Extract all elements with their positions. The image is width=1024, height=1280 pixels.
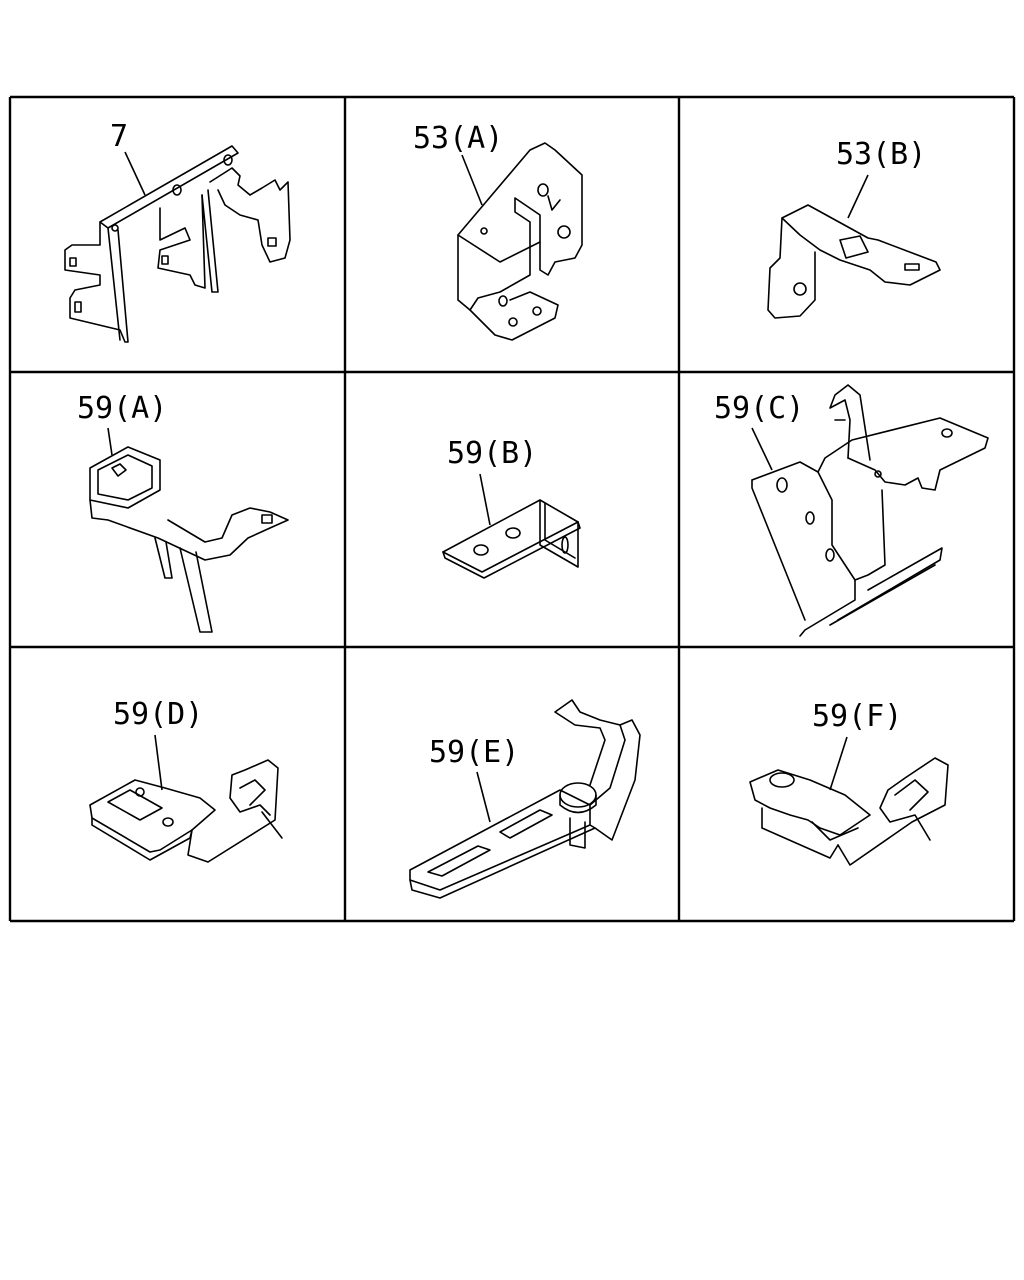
part-label-59c: 59(C)	[714, 391, 804, 426]
part-label-53b: 53(B)	[836, 137, 926, 172]
leader-line-59c	[751, 427, 773, 471]
cell-part-53b[interactable]: 53(B)	[767, 137, 941, 319]
bracket-59f-drawing	[749, 757, 949, 866]
leader-line-53a	[461, 154, 483, 206]
leader-line-53b	[847, 174, 869, 219]
leader-line-59b	[479, 473, 491, 526]
bracket-59e-drawing	[409, 699, 641, 899]
bracket-59b-drawing	[442, 499, 581, 579]
cell-part-53a[interactable]: 53(A)	[413, 121, 583, 341]
leader-line-59e	[476, 771, 491, 823]
part-label-59e: 59(E)	[429, 735, 519, 770]
bracket-53b-drawing	[767, 204, 941, 319]
part-label-59d: 59(D)	[113, 697, 203, 732]
part-label-59a: 59(A)	[77, 391, 167, 426]
cell-part-59f[interactable]: 59(F)	[749, 699, 949, 866]
bracket-59a-drawing	[89, 446, 289, 633]
part-label-7: 7	[110, 119, 128, 154]
cell-part-7[interactable]: 7	[64, 119, 291, 343]
leader-line-59d	[154, 734, 163, 791]
part-label-59b: 59(B)	[447, 436, 537, 471]
cell-part-59d[interactable]: 59(D)	[89, 697, 283, 863]
cell-part-59e[interactable]: 59(E)	[409, 699, 641, 899]
bracket-59c-drawing	[751, 384, 989, 637]
bracket-7-drawing	[64, 145, 291, 343]
part-label-53a: 53(A)	[413, 121, 503, 156]
bracket-59d-drawing	[89, 759, 283, 863]
leader-line-59a	[107, 427, 113, 456]
bracket-53a-drawing	[457, 142, 583, 341]
cell-part-59c[interactable]: 59(C)	[714, 384, 989, 637]
part-label-59f: 59(F)	[812, 699, 902, 734]
leader-line-59f	[829, 736, 848, 791]
cell-part-59a[interactable]: 59(A)	[77, 391, 289, 633]
cell-part-59b[interactable]: 59(B)	[442, 436, 581, 579]
parts-grid	[8, 95, 1016, 923]
leader-line-7	[124, 151, 146, 196]
